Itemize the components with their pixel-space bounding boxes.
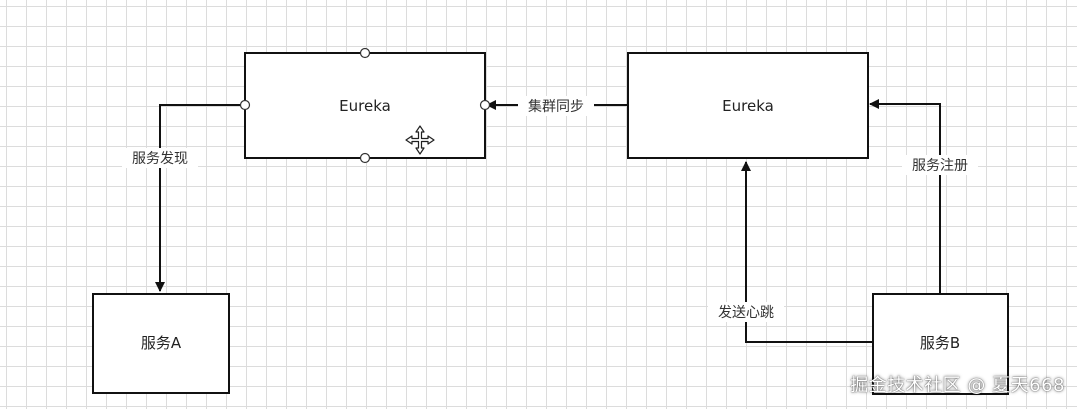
edge-service-discovery[interactable] <box>155 104 245 292</box>
node-eureka-left-label: Eureka <box>339 97 391 115</box>
edge-service-register[interactable] <box>869 99 941 294</box>
edge-heartbeat[interactable] <box>741 161 873 343</box>
edge-label-heartbeat-text: 发送心跳 <box>718 305 774 321</box>
move-cursor-icon <box>405 125 435 155</box>
node-eureka-right[interactable]: Eureka <box>627 52 869 159</box>
node-service-b[interactable]: 服务B <box>872 293 1009 395</box>
connection-handle-bottom[interactable] <box>359 152 371 164</box>
node-eureka-left[interactable]: Eureka <box>244 52 486 159</box>
edge-label-cluster-sync: 集群同步 <box>518 96 594 116</box>
node-service-a-label: 服务A <box>141 334 182 352</box>
edge-label-service-discovery-text: 服务发现 <box>132 151 188 167</box>
watermark: 掘金技术社区 @ 夏天668 <box>850 375 1065 396</box>
connection-handle-top[interactable] <box>359 47 371 59</box>
edge-label-service-discovery: 服务发现 <box>122 148 198 168</box>
node-eureka-right-label: Eureka <box>722 97 774 115</box>
edge-label-heartbeat: 发送心跳 <box>708 302 784 322</box>
connection-handle-right[interactable] <box>479 99 491 111</box>
edge-label-service-register: 服务注册 <box>902 155 978 175</box>
edge-label-service-register-text: 服务注册 <box>912 158 968 174</box>
node-service-a[interactable]: 服务A <box>92 293 230 394</box>
edge-label-cluster-sync-text: 集群同步 <box>528 98 584 115</box>
connection-handle-left[interactable] <box>239 99 251 111</box>
node-service-b-label: 服务B <box>920 334 960 352</box>
